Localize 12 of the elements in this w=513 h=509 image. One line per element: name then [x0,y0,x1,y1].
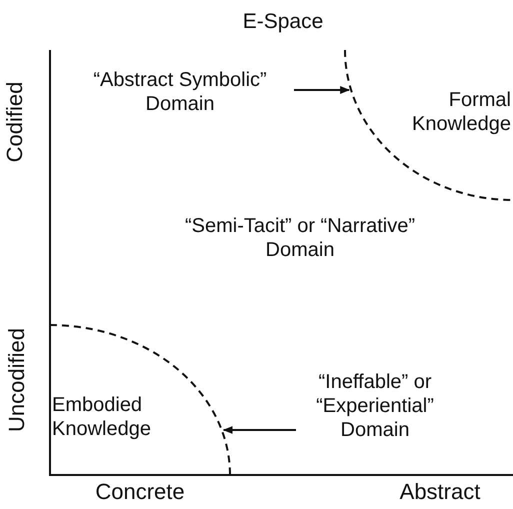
axis-label: Codified [3,80,27,164]
axis-label: Abstract [398,480,482,504]
arrow [294,86,350,94]
domain-label: “Ineffable” or “Experiential” Domain [315,370,435,442]
region-label: Embodied Knowledge [52,393,152,441]
diagram-title: E-Space [242,10,324,34]
axis-label: Uncodified [5,327,29,434]
arrow [222,426,296,434]
axis-label: Concrete [94,480,186,504]
domain-label: “Abstract Symbolic” Domain [92,68,268,116]
region-label: Formal Knowledge [411,88,511,136]
domain-label: “Semi-Tacit” or “Narrative” Domain [184,214,416,262]
